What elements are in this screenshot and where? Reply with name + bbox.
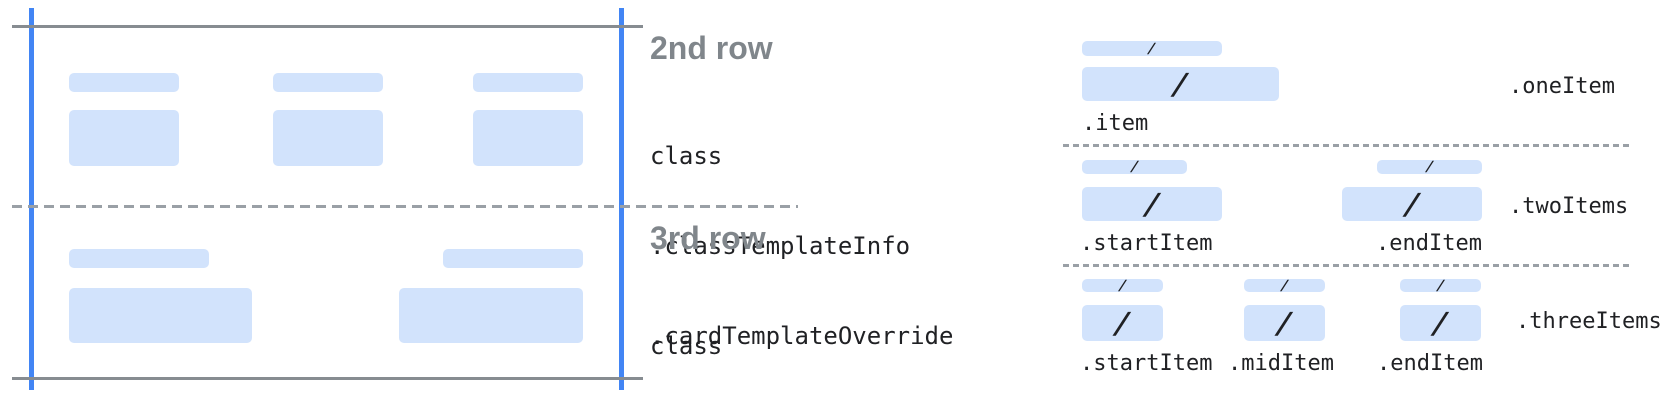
row2-item2-body-bar (273, 110, 383, 166)
threeitems-startitem-body-bar: / (1082, 305, 1163, 341)
card-top-frame-line (12, 25, 643, 28)
slash-placeholder-icon: / (1144, 186, 1160, 221)
threeitems-enditem-body-bar: / (1400, 305, 1481, 341)
twoitems-enditem-title-bar: / (1377, 159, 1482, 175)
slash-placeholder-icon: / (1425, 159, 1434, 175)
row3-item2-body-bar (399, 288, 583, 343)
row2-annotation: 2nd row class .classTemplateInfo .cardTe… (650, 30, 1070, 412)
slash-placeholder-icon: / (1172, 66, 1189, 101)
slash-placeholder-icon: / (1114, 305, 1131, 340)
code-line: class (650, 142, 723, 170)
twoitems-template-label: .twoItems (1509, 194, 1629, 219)
threeitems-miditem-title-bar: / (1244, 277, 1325, 294)
oneitem-item-title-bar: / (1082, 40, 1222, 57)
twoitems-enditem-body-bar: / (1342, 187, 1482, 221)
template-divider-dotted-line (1063, 144, 1629, 147)
slash-placeholder-icon: / (1280, 277, 1289, 294)
row3-annotation: 3rd row class .classTemplateInfo .cardTe… (650, 220, 1070, 412)
threeitems-enditem-label: .endItem (1377, 351, 1483, 376)
left-margin-guide-line (29, 8, 34, 390)
threeitems-miditem-body-bar: / (1244, 305, 1325, 341)
row2-item1-title-bar (69, 73, 179, 92)
slash-placeholder-icon: / (1118, 277, 1127, 294)
row2-item3-title-bar (473, 73, 583, 92)
row2-heading: 2nd row (650, 30, 773, 66)
twoitems-startitem-title-bar: / (1082, 159, 1187, 175)
oneitem-item-body-bar: / (1082, 67, 1279, 101)
row3-item2-title-bar (443, 249, 583, 268)
code-line: .cardTemplateOverride (650, 322, 954, 350)
row2-item3-body-bar (473, 110, 583, 166)
row2-item1-body-bar (69, 110, 179, 166)
threeitems-enditem-title-bar: / (1400, 277, 1481, 294)
row3-item1-title-bar (69, 249, 209, 268)
twoitems-startitem-body-bar: / (1082, 187, 1222, 221)
row2-item2-title-bar (273, 73, 383, 92)
template-divider-dotted-line (1063, 264, 1629, 267)
code-line: class (650, 332, 723, 360)
threeitems-template-label: .threeItems (1516, 309, 1662, 334)
twoitems-enditem-label: .endItem (1376, 231, 1482, 256)
oneitem-template-label: .oneItem (1509, 74, 1615, 99)
slash-placeholder-icon: / (1276, 305, 1293, 340)
row3-field-path: class .classTemplateInfo .cardTemplateOv… (650, 271, 1070, 412)
row-divider-dashed-line (12, 205, 798, 208)
slash-placeholder-icon: / (1130, 159, 1139, 175)
row3-item1-body-bar (69, 288, 252, 343)
twoitems-startitem-label: .startItem (1080, 231, 1213, 256)
code-line: .classTemplateInfo (650, 232, 911, 260)
oneitem-item-label: .item (1082, 111, 1149, 136)
row2-field-path: class .classTemplateInfo .cardTemplateOv… (650, 81, 1070, 412)
row3-heading: 3rd row (650, 220, 766, 256)
threeitems-miditem-label: .midItem (1228, 351, 1334, 376)
card-bottom-frame-line (12, 377, 643, 380)
slash-placeholder-icon: / (1148, 40, 1156, 57)
slash-placeholder-icon: / (1432, 305, 1449, 340)
slash-placeholder-icon: / (1436, 277, 1445, 294)
slash-placeholder-icon: / (1404, 186, 1420, 221)
threeitems-startitem-title-bar: / (1082, 277, 1163, 294)
threeitems-startitem-label: .startItem (1080, 351, 1213, 376)
right-margin-guide-line (619, 8, 624, 390)
